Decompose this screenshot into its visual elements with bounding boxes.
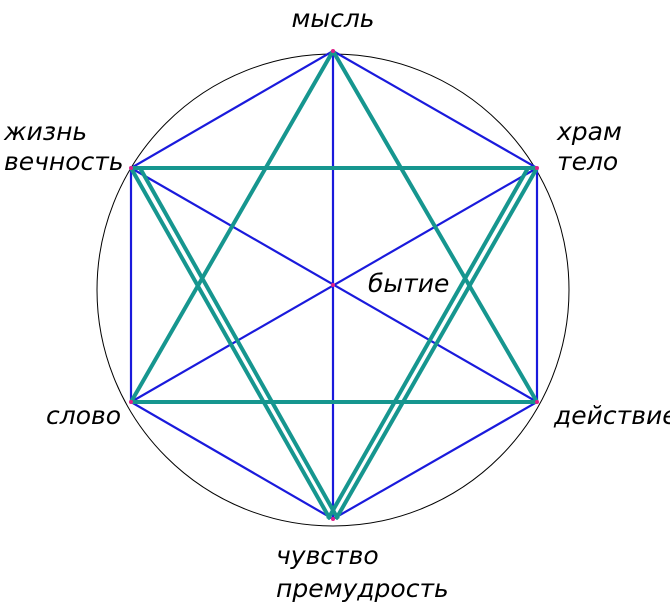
star-down-right-b bbox=[326, 167, 530, 520]
star-up-right bbox=[331, 49, 539, 404]
label-upper-left-1: жизнь bbox=[3, 117, 87, 146]
label-center: бытие bbox=[368, 269, 449, 298]
vertex-top bbox=[331, 49, 335, 53]
vertex-upper-left bbox=[129, 166, 133, 170]
vertex-lower-left bbox=[129, 400, 133, 404]
vertex-upper-right bbox=[535, 166, 539, 170]
star-down-left-a bbox=[129, 167, 332, 520]
label-upper-right-1: храм bbox=[556, 117, 622, 146]
vertex-bottom bbox=[331, 517, 335, 521]
star-up-left bbox=[129, 50, 335, 403]
label-lower-right: действие bbox=[553, 401, 670, 430]
label-top: мысль bbox=[291, 4, 374, 33]
label-bottom-2: премудрость bbox=[276, 574, 449, 603]
label-upper-right-2: тело bbox=[557, 147, 618, 176]
label-lower-left: слово bbox=[46, 401, 121, 430]
vertex-center bbox=[331, 283, 335, 287]
vertex-dots bbox=[129, 49, 539, 521]
vertex-lower-right bbox=[535, 400, 539, 404]
star-down-left-b bbox=[138, 167, 340, 520]
label-upper-left-2: вечность bbox=[4, 147, 124, 176]
star-lines bbox=[129, 49, 539, 520]
label-bottom-1: чувство bbox=[276, 541, 379, 570]
star-down-right-a bbox=[334, 167, 539, 520]
